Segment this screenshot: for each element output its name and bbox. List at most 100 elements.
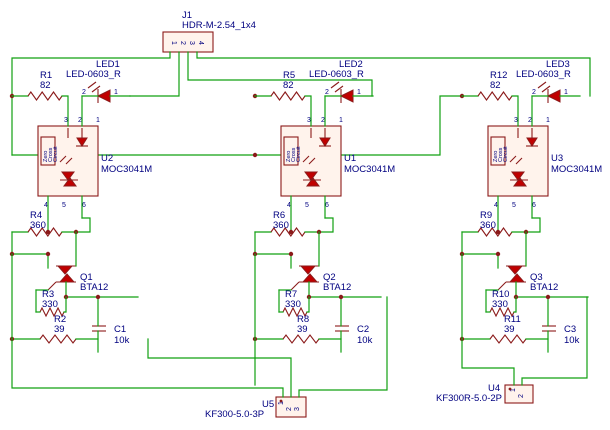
- opto-pin-4: 4: [44, 202, 48, 209]
- opto-ray: [302, 155, 310, 163]
- j1-ref: J1: [182, 10, 192, 21]
- wire-snub: [306, 296, 310, 313]
- triac-gate: [290, 281, 300, 291]
- resistor-snub-b: [39, 334, 77, 344]
- led-pin-k: 1: [564, 89, 568, 96]
- rled-ref: R1: [40, 70, 52, 81]
- triac-a: [506, 265, 524, 275]
- wiring: [9, 51, 591, 158]
- led-ray: [91, 85, 101, 93]
- junction: [45, 251, 51, 257]
- resistor-rled: [477, 91, 513, 101]
- opto-pin-1: 1: [546, 117, 550, 124]
- opto-ray: [65, 157, 73, 165]
- wire-u4-pin1: [461, 253, 515, 386]
- triac-a: [56, 265, 74, 275]
- rsnub-a-value: 330: [492, 299, 508, 310]
- wire-j1-pin3: [187, 51, 373, 97]
- triac-ref: Q1: [80, 272, 93, 283]
- connector-j1: J1 HDR-M-2.54_1x4 1 2 3 4: [162, 10, 256, 53]
- led-ref: LED1: [96, 59, 120, 70]
- opto-ref: U3: [551, 153, 563, 164]
- triac-b: [58, 273, 76, 283]
- wire-common-bus: [11, 95, 463, 156]
- rled-value: 82: [283, 80, 294, 91]
- zc-text1: Zero: [493, 151, 499, 162]
- cap-value: 10k: [357, 335, 373, 346]
- zc-text2: Cross: [291, 147, 297, 162]
- u5-pin-1: 1: [278, 401, 285, 405]
- triac-b: [301, 273, 319, 283]
- zc-text1: Zero: [286, 151, 292, 162]
- resistor-rled: [27, 91, 63, 101]
- led-ray: [541, 85, 551, 93]
- rled-value: 82: [40, 80, 51, 91]
- opto-pin-2: 2: [528, 117, 532, 124]
- resistor-rgate: [270, 227, 306, 237]
- zc-text3: Circuit: [296, 146, 302, 162]
- u4-pin-1: 1: [510, 388, 517, 392]
- u5-pin-2: 2: [286, 407, 293, 411]
- rled-value: 82: [490, 80, 501, 91]
- terminal-u4: U4 KF300R-5.0-2P 1 2: [436, 383, 534, 404]
- opto-pin-1: 1: [339, 117, 343, 124]
- wire-rail-triac: [461, 253, 499, 269]
- rsnub-b-ref: R2: [54, 314, 66, 325]
- triac-value: BTA12: [530, 282, 558, 293]
- opto-value: MOC3041M: [101, 164, 152, 175]
- opto-pin-3: 3: [307, 117, 311, 124]
- resistor-rgate: [477, 227, 513, 237]
- junction: [338, 294, 344, 300]
- wire-snub-b-right: [525, 338, 549, 353]
- junction: [545, 294, 551, 300]
- terminal-u5: U5 KF300-5.0-3P 1 2 3: [205, 396, 307, 420]
- triac-gate: [497, 281, 507, 291]
- u4-ref: U4: [488, 383, 500, 394]
- opto-pin-5: 5: [62, 202, 66, 209]
- triac-a: [299, 265, 317, 275]
- opto-triac-a: [304, 171, 318, 181]
- u4-pin-2: 2: [518, 394, 525, 398]
- rgate-value: 360: [273, 220, 289, 231]
- opto-pin-5: 5: [512, 202, 516, 209]
- rsnub-a-value: 330: [285, 299, 301, 310]
- opto-ray: [509, 155, 517, 163]
- led-body: [339, 89, 354, 103]
- rgate-ref: R4: [30, 210, 42, 221]
- led-ray: [87, 81, 97, 89]
- resistor-rgate: [27, 227, 63, 237]
- opto-triac-a: [511, 171, 525, 181]
- led-ray: [537, 81, 547, 89]
- wire-u5-pin1: [11, 253, 284, 398]
- rsnub-a-ref: R7: [285, 289, 297, 300]
- cap-ref: C1: [114, 324, 126, 335]
- led-pin-a: 2: [325, 89, 329, 96]
- opto-pin-6: 6: [82, 202, 86, 209]
- triac-b: [508, 273, 526, 283]
- rgate-value: 360: [30, 220, 46, 231]
- led-ref: LED3: [546, 59, 570, 70]
- u4-body: [504, 384, 534, 404]
- wire-rail-triac: [11, 253, 49, 269]
- led-ref: LED2: [339, 59, 363, 70]
- rsnub-b-ref: R8: [297, 314, 309, 325]
- cap-value: 10k: [564, 335, 580, 346]
- j1-pin-2: 2: [179, 41, 186, 45]
- zero-cross-box: [40, 136, 56, 166]
- junction: [95, 294, 101, 300]
- opto-pin-3: 3: [64, 117, 68, 124]
- zc-text1: Zero: [43, 151, 49, 162]
- triac-gate: [47, 281, 57, 291]
- j1-value: HDR-M-2.54_1x4: [182, 20, 256, 31]
- wire-j1-pin1: [11, 51, 171, 156]
- wire-snub-b-right: [318, 338, 342, 353]
- rled-ref: R5: [283, 70, 295, 81]
- opto-triac-a: [61, 171, 75, 181]
- resistor-snub-b: [489, 334, 527, 344]
- junction: [288, 229, 294, 235]
- wire-j1-pin4: [196, 51, 591, 97]
